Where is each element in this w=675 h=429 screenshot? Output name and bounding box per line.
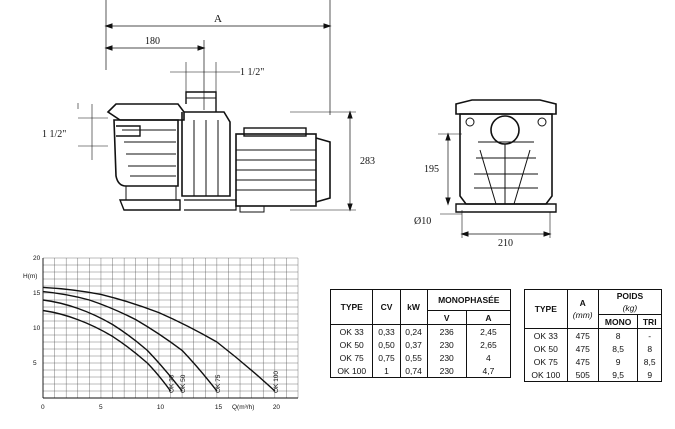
series-line <box>42 309 172 392</box>
table-cell: OK 33 <box>329 324 374 338</box>
table-cell: 0,37 <box>399 338 428 351</box>
series-label: OK 100 <box>273 371 280 393</box>
table-cell: 230 <box>426 351 467 364</box>
col-poids-header: POIDS (kg) <box>597 289 663 315</box>
table-cell: 2,45 <box>465 324 512 338</box>
table-cell: 4 <box>465 351 512 364</box>
col-type-header: TYPE <box>329 289 374 325</box>
table-cell: 8,5 <box>597 342 639 355</box>
dimension-a-label: A <box>214 13 222 25</box>
table-cell: OK 75 <box>329 351 374 364</box>
table-cell: 230 <box>426 338 467 351</box>
table-cell: 4,7 <box>465 364 512 378</box>
y-tick-label: 20 <box>33 255 41 262</box>
series-label: OK 75 <box>215 374 222 393</box>
table-cell: OK 75 <box>524 355 568 368</box>
table-cell: OK 100 <box>329 364 374 378</box>
table-cell: 475 <box>566 342 599 355</box>
table-cell: 475 <box>566 328 599 342</box>
col-a-header: A (mm) <box>566 289 599 329</box>
table-cell: OK 33 <box>524 328 568 342</box>
table-cell: OK 100 <box>524 368 568 382</box>
x-tick-label: 5 <box>99 404 103 411</box>
y-axis-label: H(m) <box>23 273 37 280</box>
y-tick-label: 15 <box>33 290 41 297</box>
dimension-d10-label: Ø10 <box>414 216 431 227</box>
col-poids-label: POIDS <box>616 291 644 301</box>
table-cell: 8 <box>597 328 639 342</box>
dimension-inch-top-label: 1 1/2" <box>240 67 264 78</box>
table-cell: 9,5 <box>597 368 639 382</box>
x-tick-label: 0 <box>41 404 45 411</box>
table-cell: 0,55 <box>399 351 428 364</box>
col-mono-header: MONO <box>597 314 639 329</box>
table-cell: 230 <box>426 364 467 378</box>
pump-front-view <box>438 99 557 238</box>
table-cell: 505 <box>566 368 599 382</box>
table-cell: 2,65 <box>465 338 512 351</box>
col-a-unit: (mm) <box>572 310 593 320</box>
series-label: OK 50 <box>180 374 187 393</box>
table-cell: 1 <box>372 364 401 378</box>
table-cell: 0,50 <box>372 338 401 351</box>
col-poids-unit: (kg) <box>622 303 638 313</box>
table-cell: 8,5 <box>637 355 662 368</box>
x-tick-label: 20 <box>273 404 281 411</box>
x-tick-label: 15 <box>215 404 223 411</box>
table-cell: 475 <box>566 355 599 368</box>
series-line <box>42 286 276 392</box>
table-cell: - <box>637 328 662 342</box>
y-tick-label: 10 <box>33 325 41 332</box>
dimension-210-label: 210 <box>498 238 513 249</box>
col-v-header: V <box>426 310 467 325</box>
table-cell: 0,33 <box>372 324 401 338</box>
pump-side-view <box>77 0 356 213</box>
col-cv-header: CV <box>372 289 401 325</box>
series-line <box>42 290 218 392</box>
col-a-header: A <box>465 310 512 325</box>
table-cell: OK 50 <box>329 338 374 351</box>
x-tick-label: 10 <box>157 404 165 411</box>
dimension-inch-left-label: 1 1/2" <box>42 129 66 140</box>
col-kw-header: kW <box>399 289 428 325</box>
col-a-label: A <box>579 298 586 308</box>
series-label: OK 33 <box>169 374 176 393</box>
series-line <box>42 299 183 392</box>
table-cell: 0,75 <box>372 351 401 364</box>
col-mono-header: MONOPHASÉE <box>426 289 512 311</box>
dimension-283-label: 283 <box>360 156 375 167</box>
table-cell: 0,24 <box>399 324 428 338</box>
y-tick-label: 5 <box>33 360 37 367</box>
table-cell: 8 <box>637 342 662 355</box>
col-type-header: TYPE <box>524 289 568 329</box>
table-cell: 236 <box>426 324 467 338</box>
table-cell: 9 <box>597 355 639 368</box>
col-tri-header: TRI <box>637 314 662 329</box>
dimension-180-label: 180 <box>145 36 160 47</box>
table-cell: OK 50 <box>524 342 568 355</box>
x-axis-label: Q(m³/h) <box>232 404 254 411</box>
table-cell: 9 <box>637 368 662 382</box>
dimension-195-label: 195 <box>424 164 439 175</box>
table-cell: 0,74 <box>399 364 428 378</box>
